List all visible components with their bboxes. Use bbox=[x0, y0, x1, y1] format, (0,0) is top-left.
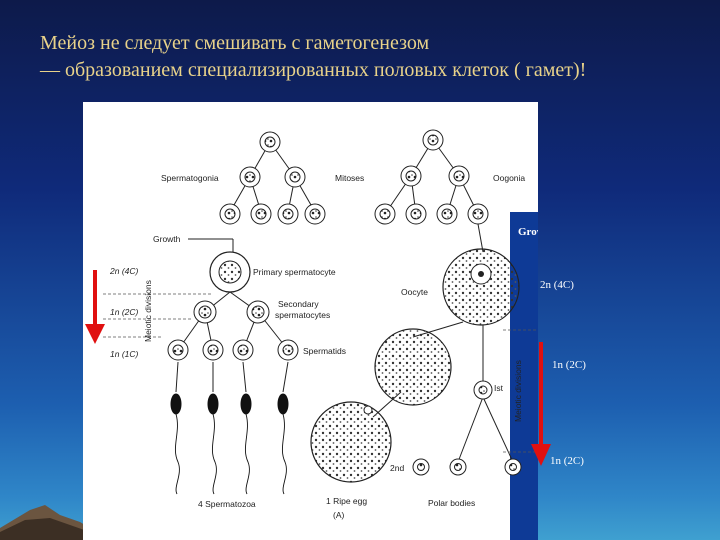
oocyte-label: Oocyte bbox=[401, 287, 428, 297]
title-line-2: — образованием специализированных половы… bbox=[40, 59, 587, 81]
left-red-arrow bbox=[85, 270, 105, 344]
primary-spermatocyte-label: Primary spermatocyte bbox=[253, 267, 336, 277]
ploidy-left-1: 1n (2C) bbox=[110, 307, 139, 317]
polar-bodies-label: Polar bodies bbox=[428, 498, 475, 508]
spermatozoa-label: 4 Spermatozoa bbox=[198, 499, 256, 509]
spermatogonia-label: Spermatogonia bbox=[161, 173, 219, 183]
meiosis-tree-lines bbox=[175, 291, 289, 393]
title-line-1: Мейоз не следует смешивать с гаметогенез… bbox=[40, 32, 430, 54]
mitoses-label: Mitoses bbox=[335, 173, 364, 183]
secondary-spermatocyte-cells bbox=[193, 300, 270, 324]
sperm-tails bbox=[174, 413, 287, 495]
polar-body-cells bbox=[412, 458, 522, 476]
second-label: 2nd bbox=[390, 463, 404, 473]
gametogenesis-figure: Growth Spermatogonia Mitoses Growth Prim… bbox=[83, 102, 538, 540]
left-ploidy-guides bbox=[103, 293, 213, 338]
oogonia-label: Oogonia bbox=[493, 173, 525, 183]
secondary-oocyte-cell bbox=[374, 328, 452, 406]
right-blue-strip bbox=[510, 212, 538, 540]
ploidy-left-0: 2n (4C) bbox=[109, 266, 139, 276]
secondary-spermatocytes-label-1: Secondary bbox=[278, 299, 319, 309]
first-label: Ist bbox=[494, 383, 504, 393]
meiotic-divisions-left-label: Meiotic divisions bbox=[143, 280, 153, 342]
growth-left-label: Growth bbox=[153, 234, 181, 244]
spermatozoa bbox=[170, 393, 289, 415]
oogonia-tree-lines bbox=[384, 139, 484, 253]
ploidy-right-0: 2n (4C) bbox=[540, 279, 574, 291]
ploidy-right-1: 1n (2C) bbox=[552, 359, 586, 371]
ripe-egg-label: 1 Ripe egg bbox=[326, 496, 367, 506]
hill-silhouette bbox=[0, 505, 110, 540]
spermatid-cells bbox=[167, 339, 299, 361]
secondary-spermatocytes-label-2: spermatocytes bbox=[275, 310, 330, 320]
ploidy-left-2: 1n (1C) bbox=[110, 349, 139, 359]
oogonia-cells bbox=[374, 129, 489, 225]
oocyte-cell bbox=[442, 248, 520, 326]
slide-title: Мейоз не следует смешивать с гаметогенез… bbox=[40, 30, 710, 84]
growth-right-label: Growth bbox=[518, 226, 538, 238]
panel-a-label: (A) bbox=[333, 510, 345, 520]
ripe-egg-cell bbox=[310, 401, 392, 483]
spermatogonia-cells bbox=[219, 131, 326, 225]
right-red-arrow bbox=[531, 342, 551, 466]
meiotic-divisions-right-label: Meiotic divisions bbox=[513, 360, 523, 422]
ploidy-right-2: 1n (2C) bbox=[550, 455, 584, 467]
primary-spermatocyte-cell bbox=[209, 251, 251, 293]
first-polar-body bbox=[473, 380, 493, 400]
spermatids-label: Spermatids bbox=[303, 346, 346, 356]
right-ploidy-guides bbox=[503, 329, 538, 453]
right-ploidy-labels: 2n (4C) 1n (2C) 1n (2C) bbox=[540, 279, 586, 467]
